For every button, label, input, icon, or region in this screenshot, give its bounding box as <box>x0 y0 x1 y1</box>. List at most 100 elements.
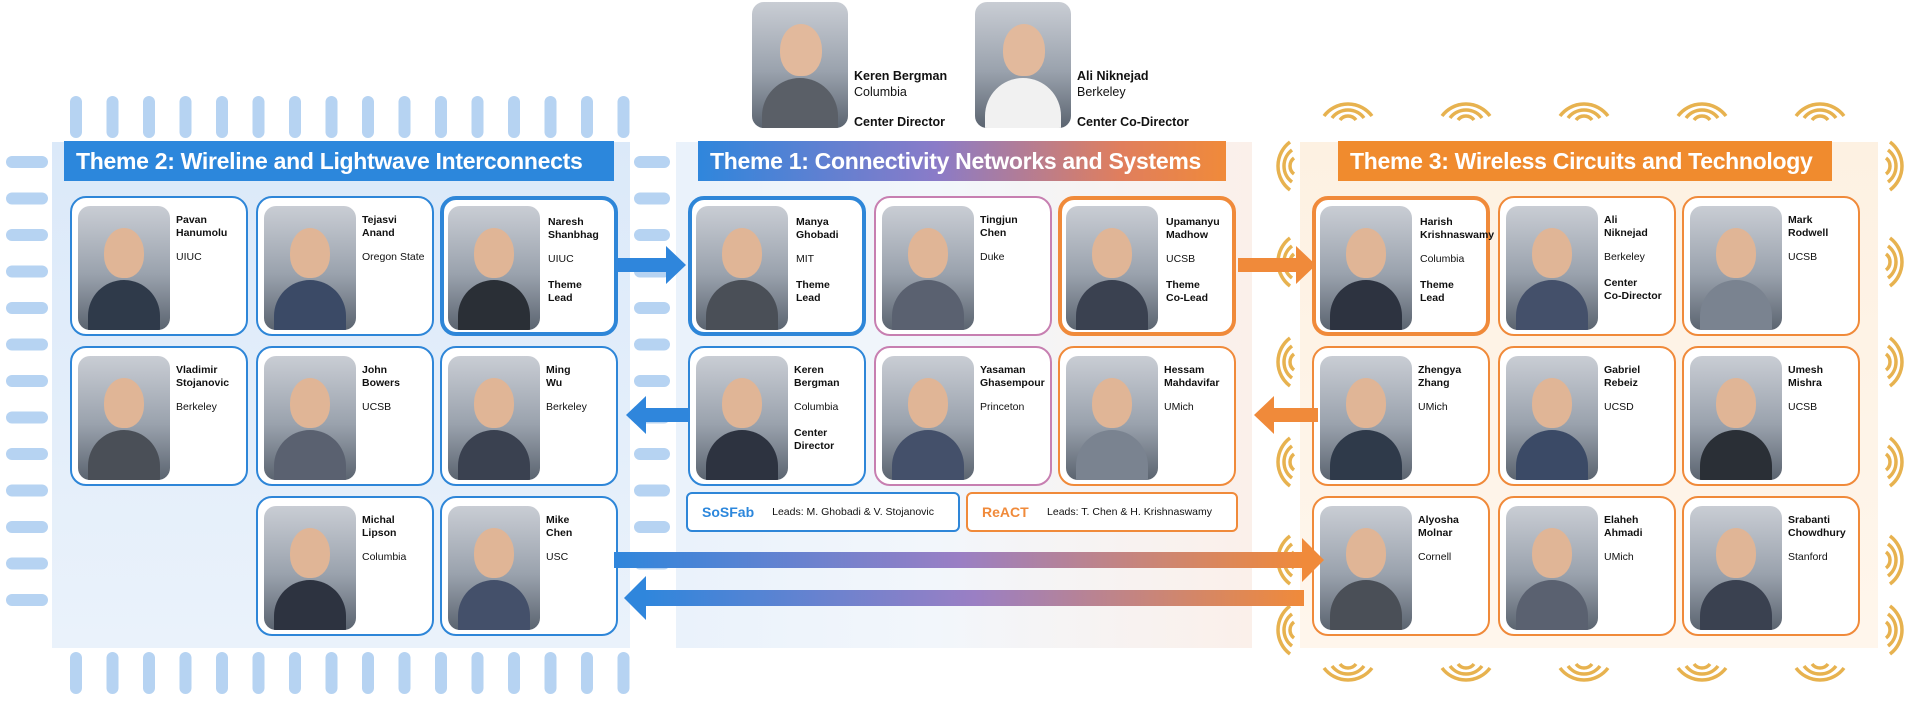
member-name: Mike Chen <box>546 514 573 539</box>
wireless-wave-icon <box>1282 148 1294 184</box>
chip-pin-icon <box>6 448 48 460</box>
director-name: Keren Bergman <box>854 69 948 83</box>
wireless-wave-icon <box>1276 436 1292 488</box>
chip-pin-icon <box>617 96 630 138</box>
co-director-photo <box>975 2 1071 128</box>
member-photo <box>1506 356 1598 480</box>
wireless-wave-icon <box>1810 114 1830 122</box>
wireless-wave-icon <box>1692 662 1712 670</box>
chip-pin-icon <box>106 652 119 694</box>
member-affiliation: Cornell <box>1418 551 1452 563</box>
member-affiliation: Berkeley <box>176 401 217 413</box>
co-director-affiliation: Berkeley <box>1077 85 1126 99</box>
member-photo <box>448 506 540 630</box>
chip-pin-icon <box>6 156 48 168</box>
chip-pin-icon <box>581 652 593 694</box>
member-photo <box>696 356 788 480</box>
member-name: Hessam Mahdavifar <box>1164 364 1220 389</box>
member-affiliation: Columbia <box>1420 253 1465 265</box>
react-leads: Leads: T. Chen & H. Krishnaswamy <box>1047 506 1212 518</box>
member-affiliation: Princeton <box>980 401 1025 413</box>
director-role: Center Director <box>854 115 945 129</box>
chip-pin-icon <box>6 265 48 278</box>
theme-1-title: Theme 1: Connectivity Networks and Syste… <box>698 141 1226 181</box>
theme-3-title: Theme 3: Wireless Circuits and Technolog… <box>1338 141 1832 181</box>
wireless-wave-icon <box>1886 444 1898 480</box>
chip-pin-icon <box>325 652 338 694</box>
chip-pin-icon <box>634 375 670 387</box>
chip-pin-icon <box>216 652 228 694</box>
member-affiliation: Stanford <box>1788 551 1828 563</box>
wireless-wave-icon <box>1276 604 1292 656</box>
member-photo <box>264 356 356 480</box>
chip-pin-icon <box>179 96 192 138</box>
arrow-theme2-to-theme1 <box>616 246 686 284</box>
arrow-theme3-to-theme2 <box>624 576 1304 620</box>
member-photo <box>1066 356 1158 480</box>
member-name: Ming Wu <box>546 364 571 389</box>
chip-pin-icon <box>508 652 520 694</box>
member-name: Ali Niknejad <box>1604 214 1648 239</box>
member-role: Theme Lead <box>796 279 830 304</box>
chip-pin-icon <box>634 484 670 497</box>
member-role: Center Co-Director <box>1604 277 1662 302</box>
member-name: Harish Krishnaswamy <box>1420 216 1495 241</box>
chip-pin-icon <box>289 96 301 138</box>
member-name: Elaheh Ahmadi <box>1604 514 1643 539</box>
wireless-wave-icon <box>1802 108 1838 120</box>
wireless-wave-icon <box>1322 102 1374 118</box>
wireless-wave-icon <box>1288 620 1296 640</box>
director-photo <box>752 2 848 128</box>
wireless-wave-icon <box>1448 108 1484 120</box>
wireless-wave-icon <box>1448 664 1484 676</box>
chip-pin-icon <box>70 96 82 138</box>
chip-pin-icon <box>634 302 670 314</box>
wireless-wave-icon <box>1676 666 1728 682</box>
co-director-role: Center Co-Director <box>1077 115 1189 129</box>
member-photo <box>882 206 974 330</box>
member-affiliation: UMich <box>1164 401 1194 413</box>
wireless-wave-icon <box>1456 662 1476 670</box>
wireless-wave-icon <box>1558 102 1610 118</box>
wireless-wave-icon <box>1558 666 1610 682</box>
wireless-wave-icon <box>1676 102 1728 118</box>
wireless-wave-icon <box>1574 114 1594 122</box>
chip-pin-icon <box>143 652 155 694</box>
wireless-wave-icon <box>1288 352 1296 372</box>
chip-pin-icon <box>6 229 48 241</box>
chip-pin-icon <box>325 96 338 138</box>
wireless-wave-icon <box>1566 108 1602 120</box>
member-affiliation: Oregon State <box>362 251 425 263</box>
wireless-wave-icon <box>1802 664 1838 676</box>
member-photo <box>1690 206 1782 330</box>
member-photo <box>448 356 540 480</box>
member-photo <box>1506 506 1598 630</box>
wireless-wave-icon <box>1886 612 1898 648</box>
member-photo <box>1066 206 1158 330</box>
director-affiliation: Columbia <box>854 85 907 99</box>
react-group: ReACT Leads: T. Chen & H. Krishnaswamy <box>966 492 1238 532</box>
member-photo <box>78 356 170 480</box>
chip-pin-icon <box>216 96 228 138</box>
chip-pin-icon <box>634 338 670 351</box>
wireless-wave-icon <box>1330 664 1366 676</box>
chip-pin-icon <box>634 156 670 168</box>
member-name: Keren Bergman <box>794 364 840 389</box>
member-photo <box>448 206 540 330</box>
wireless-wave-icon <box>1684 664 1720 676</box>
member-name: Naresh Shanbhag <box>548 216 599 241</box>
